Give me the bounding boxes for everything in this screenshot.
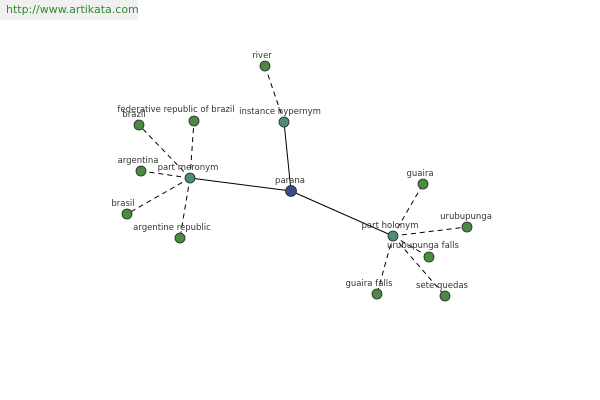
node-label-argentine-republic[interactable]: argentine republic	[133, 223, 211, 233]
node-label-urubupunga-falls[interactable]: urubupunga falls	[387, 241, 459, 251]
node-instance-hypernym[interactable]	[278, 116, 290, 128]
node-label-brazil[interactable]: brazil	[122, 110, 145, 120]
node-guaira-falls[interactable]	[371, 288, 383, 300]
node-label-urubupunga[interactable]: urubupunga	[440, 212, 492, 222]
edge-part-meronym-to-argentine-republic	[179, 177, 191, 239]
edge-part-meronym-to-brazil	[138, 124, 191, 179]
node-argentina[interactable]	[135, 165, 147, 177]
labels-layer: parana part meronym instance hypernym part …	[111, 51, 492, 291]
node-label-parana[interactable]: parana	[275, 176, 305, 186]
node-urubupunga[interactable]	[461, 221, 473, 233]
node-sete-quedas[interactable]	[439, 290, 451, 302]
node-part-holonym[interactable]	[387, 230, 399, 242]
node-river[interactable]	[259, 60, 271, 72]
node-label-instance-hypernym[interactable]: instance hypernym	[239, 107, 321, 117]
node-brazil[interactable]	[133, 119, 145, 131]
edge-part-holonym-to-guaira	[392, 183, 424, 237]
edge-part-holonym-to-guaira-falls	[376, 235, 394, 295]
node-argentine-republic[interactable]	[174, 232, 186, 244]
node-guaira[interactable]	[417, 178, 429, 190]
node-label-guaira-falls[interactable]: guaira falls	[345, 279, 393, 289]
node-label-part-holonym[interactable]: part holonym	[362, 221, 419, 231]
edge-part-holonym-to-urubupunga-falls	[392, 235, 430, 258]
edge-part-holonym-to-urubupunga	[392, 226, 468, 237]
node-brasil[interactable]	[121, 208, 133, 220]
node-label-part-meronym[interactable]: part meronym	[158, 163, 219, 173]
node-label-guaira[interactable]: guaira	[406, 169, 433, 179]
edge-instance-hypernym-to-river	[264, 65, 285, 123]
edge-part-meronym-to-federative-republic-of-brazil	[189, 120, 195, 179]
edge-parana-to-part-holonym	[290, 190, 394, 237]
node-label-brasil[interactable]: brasil	[111, 199, 134, 209]
nodes-layer	[121, 60, 473, 302]
edge-parana-to-instance-hypernym	[283, 121, 292, 192]
edge-part-meronym-to-brasil	[126, 177, 191, 215]
node-label-sete-quedas[interactable]: sete quedas	[416, 281, 469, 291]
edge-part-holonym-to-sete-quedas	[392, 235, 446, 297]
node-label-federative-republic-of-brazil[interactable]: federative republic of brazil	[117, 105, 234, 115]
node-part-meronym[interactable]	[184, 172, 196, 184]
node-label-argentina[interactable]: argentina	[118, 156, 159, 166]
site-url-banner[interactable]: http://www.artikata.com	[0, 0, 139, 20]
edges-layer	[126, 65, 468, 297]
node-label-river[interactable]: river	[252, 51, 272, 61]
node-urubupunga-falls[interactable]	[423, 251, 435, 263]
node-parana[interactable]	[285, 185, 297, 197]
edge-parana-to-part-meronym	[189, 177, 292, 192]
node-federative-republic-of-brazil[interactable]	[188, 115, 200, 127]
